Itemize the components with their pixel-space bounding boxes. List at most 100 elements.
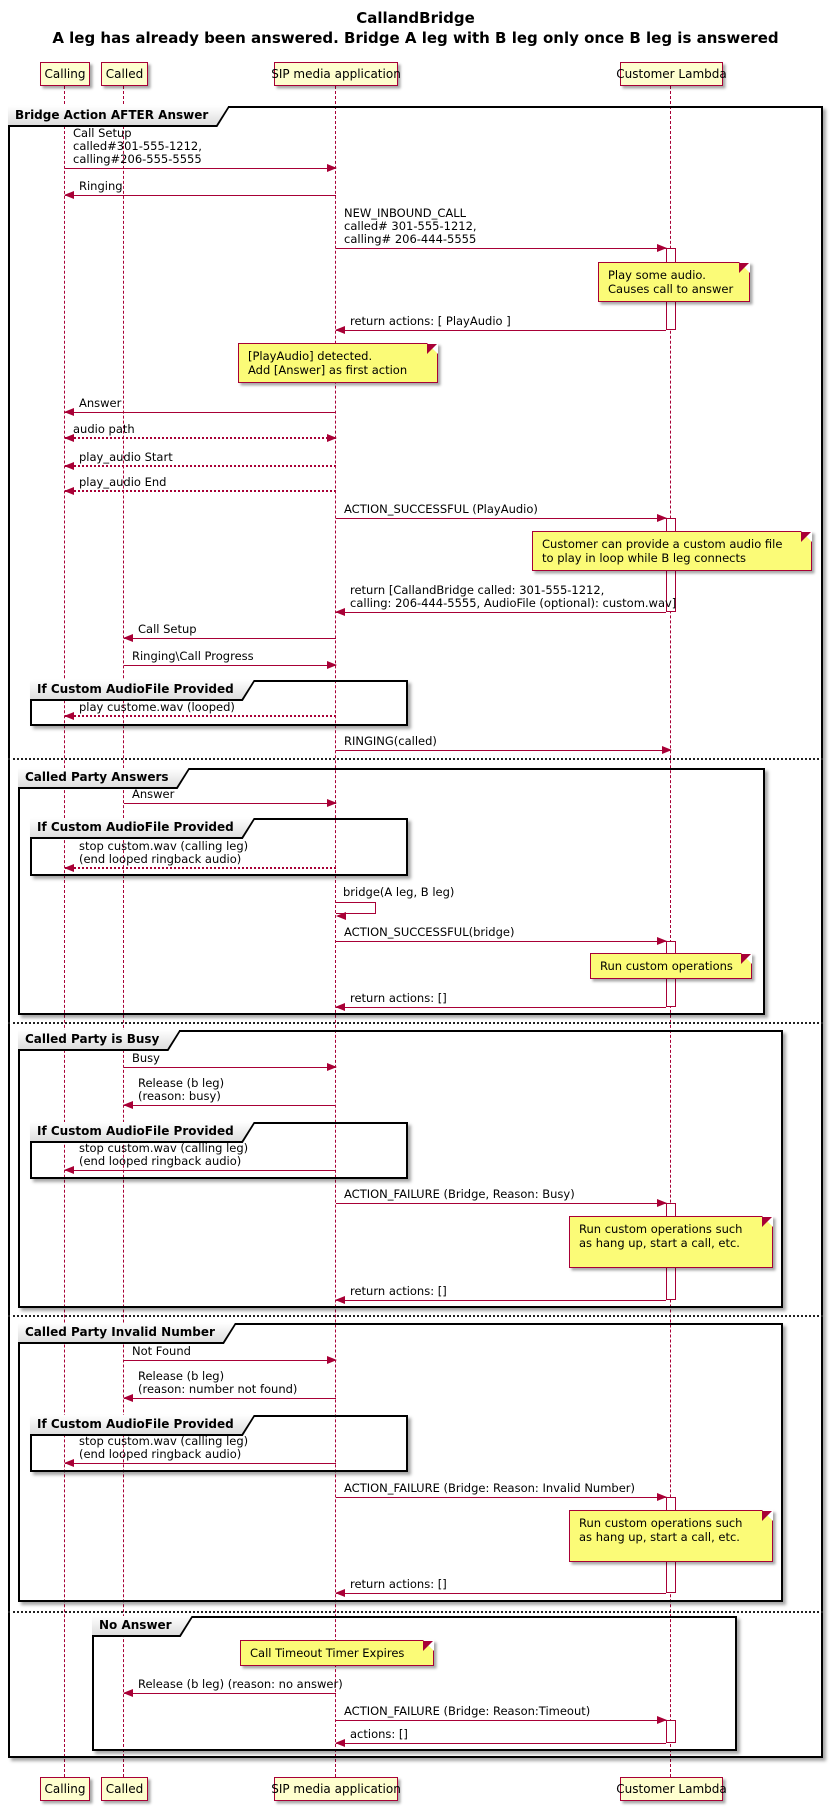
message-answer-a: Answer: [64, 397, 336, 416]
message-label: ACTION_FAILURE (Bridge: Reason:Timeout): [344, 1704, 591, 1718]
message-label: Busy: [132, 1051, 160, 1065]
lifeline-called: [123, 86, 124, 1777]
frame-label: Called Party Answers: [18, 768, 189, 787]
message-return-play-audio: return actions: [ PlayAudio ]: [335, 315, 666, 334]
message-action-successful-playaudio: ACTION_SUCCESSFUL (PlayAudio): [336, 503, 667, 522]
message-stop-custom-3: stop custom.wav (calling leg) (end loope…: [64, 1435, 336, 1467]
frame-label: Called Party Invalid Number: [18, 1323, 235, 1342]
message-stop-custom-2: stop custom.wav (calling leg) (end loope…: [64, 1142, 336, 1174]
message-label: ACTION_SUCCESSFUL (PlayAudio): [344, 502, 538, 516]
participant-sip-bottom: SIP media application: [271, 1777, 401, 1801]
frame-called-party-invalid-number: Called Party Invalid Number: [18, 1323, 783, 1602]
note-custom-audio-file: Customer can provide a custom audio file…: [532, 531, 812, 571]
frame-tab: Bridge Action AFTER Answer: [8, 106, 230, 127]
frame-label: If Custom AudioFile Provided: [30, 818, 254, 837]
message-audio-path: audio path: [64, 423, 337, 442]
frame-tab: If Custom AudioFile Provided: [30, 1415, 256, 1436]
participant-calling-bottom: Calling: [40, 1777, 90, 1801]
message-label: Not Found: [132, 1344, 191, 1358]
frame-label: If Custom AudioFile Provided: [30, 1122, 254, 1141]
participant-sip-top: SIP media application: [271, 62, 401, 86]
message-action-failure-timeout: ACTION_FAILURE (Bridge: Reason:Timeout): [336, 1705, 667, 1724]
frame-no-answer: No Answer: [92, 1616, 737, 1751]
frame-tab: Called Party Invalid Number: [18, 1323, 237, 1344]
activation-bar: [666, 1720, 676, 1743]
frame-label: If Custom AudioFile Provided: [30, 680, 254, 699]
section-divider: [8, 1611, 823, 1613]
lifeline-calling: [64, 86, 65, 1777]
participant-lambda-bottom: Customer Lambda: [616, 1777, 727, 1801]
message-ringing: Ringing: [64, 180, 336, 199]
message-ringing-call-progress: Ringing\Call Progress: [124, 650, 337, 669]
message-busy: Busy: [124, 1052, 337, 1071]
note-play-some-audio: Play some audio. Causes call to answer: [598, 262, 750, 302]
frame-tab: Called Party Answers: [18, 768, 191, 789]
frame-tab: If Custom AudioFile Provided: [30, 818, 256, 839]
message-action-failure-invalid: ACTION_FAILURE (Bridge: Reason: Invalid …: [336, 1482, 667, 1501]
message-label: NEW_INBOUND_CALL called# 301-555-1212, c…: [344, 206, 477, 246]
message-actions-empty: actions: []: [335, 1728, 666, 1747]
message-label: play_audio Start: [79, 450, 173, 464]
lifeline-sip-media-application: [335, 86, 336, 1777]
message-label: stop custom.wav (calling leg) (end loope…: [79, 1434, 249, 1461]
frame-if-custom-audiofile-4: If Custom AudioFile Provided: [30, 1415, 408, 1472]
message-label: Release (b leg) (reason: number not foun…: [138, 1369, 298, 1396]
note-run-custom-operations-busy: Run custom operations such as hang up, s…: [569, 1216, 773, 1268]
message-answer-b: Answer: [124, 788, 337, 807]
frame-bridge-action-after-answer: Bridge Action AFTER Answer: [8, 106, 823, 1758]
note-call-timeout: Call Timeout Timer Expires: [240, 1640, 434, 1666]
message-call-setup-a: Call Setup called#301-555-1212, calling#…: [65, 127, 337, 172]
participant-calling-top: Calling: [40, 62, 90, 86]
message-label: return [CallandBridge called: 301-555-12…: [350, 583, 677, 610]
frame-if-custom-audiofile-1: If Custom AudioFile Provided: [30, 680, 408, 726]
message-label: Release (b leg) (reason: no answer): [138, 1677, 343, 1691]
message-return-actions-3: return actions: []: [335, 1578, 666, 1597]
frame-label: Called Party is Busy: [18, 1030, 179, 1049]
message-release-no-answer: Release (b leg) (reason: no answer): [123, 1678, 343, 1697]
message-label: audio path: [73, 422, 135, 436]
frame-tab: If Custom AudioFile Provided: [30, 1122, 256, 1143]
frame-if-custom-audiofile-3: If Custom AudioFile Provided: [30, 1122, 408, 1179]
message-play-custom-looped: play custome.wav (looped): [64, 701, 336, 720]
message-label: return actions: []: [350, 1284, 447, 1298]
message-label: ACTION_FAILURE (Bridge, Reason: Busy): [344, 1187, 575, 1201]
message-label: bridge(A leg, B leg): [343, 885, 455, 899]
message-label: Ringing: [79, 179, 123, 193]
message-label: ACTION_FAILURE (Bridge: Reason: Invalid …: [344, 1481, 636, 1495]
frame-if-custom-audiofile-2: If Custom AudioFile Provided: [30, 818, 408, 876]
message-label: return actions: []: [350, 991, 447, 1005]
message-label: play_audio End: [79, 475, 167, 489]
message-return-actions-1: return actions: []: [335, 992, 666, 1011]
message-label: RINGING(called): [344, 734, 437, 748]
note-run-custom-operations-invalid: Run custom operations such as hang up, s…: [569, 1510, 773, 1562]
message-play-audio-start: play_audio Start: [64, 451, 336, 470]
message-new-inbound-call: NEW_INBOUND_CALL called# 301-555-1212, c…: [336, 207, 667, 252]
message-label: actions: []: [350, 1727, 408, 1741]
message-label: return actions: [ PlayAudio ]: [350, 314, 511, 328]
message-label: Call Setup called#301-555-1212, calling#…: [73, 126, 202, 166]
message-play-audio-end: play_audio End: [64, 476, 336, 495]
message-bridge-self: bridge(A leg, B leg): [336, 885, 454, 920]
message-not-found: Not Found: [124, 1345, 337, 1364]
message-label: Release (b leg) (reason: busy): [138, 1076, 225, 1103]
message-stop-custom-1: stop custom.wav (calling leg) (end loope…: [64, 840, 336, 872]
message-ringing-called: RINGING(called): [336, 735, 672, 754]
message-label: Ringing\Call Progress: [132, 649, 254, 663]
message-label: stop custom.wav (calling leg) (end loope…: [79, 839, 249, 866]
message-label: return actions: []: [350, 1577, 447, 1591]
diagram-subtitle: A leg has already been answered. Bridge …: [52, 29, 779, 47]
message-return-actions-2: return actions: []: [335, 1285, 666, 1304]
message-call-setup-b: Call Setup: [123, 623, 336, 642]
frame-tab: If Custom AudioFile Provided: [30, 680, 256, 701]
section-divider: [8, 1022, 823, 1024]
section-divider: [8, 758, 823, 760]
message-label: Answer: [132, 787, 175, 801]
note-playaudio-detected: [PlayAudio] detected. Add [Answer] as fi…: [238, 343, 438, 383]
participant-called-top: Called: [101, 62, 148, 86]
message-action-successful-bridge: ACTION_SUCCESSFUL(bridge): [336, 926, 667, 945]
frame-label: No Answer: [92, 1616, 192, 1635]
message-label: Answer: [79, 396, 122, 410]
frame-label: If Custom AudioFile Provided: [30, 1415, 254, 1434]
section-divider: [8, 1315, 823, 1317]
